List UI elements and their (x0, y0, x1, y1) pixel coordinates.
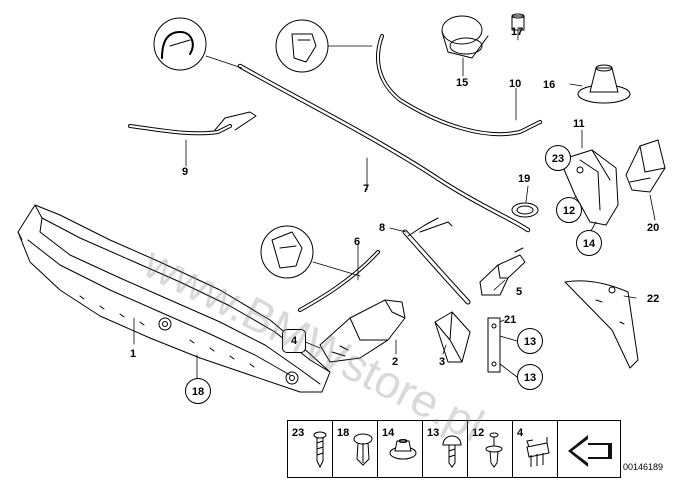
part-1-cowl-panel (17, 204, 331, 393)
part-6-hose (298, 250, 380, 312)
screw-icon (313, 431, 327, 469)
nut-icon (389, 439, 417, 460)
callout-13-lower: 13 (517, 364, 543, 390)
label-16: 16 (543, 79, 556, 91)
legend-cell-13: 13 (423, 421, 468, 477)
label-9: 9 (182, 166, 189, 178)
legend-cell-23: 23 (288, 421, 333, 477)
part-8-hose (402, 217, 471, 305)
legend-number-18: 18 (337, 427, 350, 439)
push-clip-icon (485, 432, 503, 468)
legend-number-12: 12 (472, 427, 485, 439)
expanding-rivet-icon (353, 433, 373, 466)
label-3: 3 (439, 356, 446, 368)
part-21-plate (487, 317, 501, 373)
legend-number-13: 13 (427, 427, 440, 439)
detail-inset-7 (275, 19, 329, 73)
callout-13-upper: 13 (517, 328, 543, 354)
label-1: 1 (130, 348, 137, 360)
part-19-cover (511, 202, 539, 218)
legend-number-4: 4 (517, 427, 524, 439)
label-21: 21 (504, 314, 517, 326)
part-17-plug (511, 13, 525, 31)
part-3-seal-block (434, 311, 471, 363)
label-15: 15 (456, 77, 469, 89)
detail-inset-6 (260, 225, 314, 279)
callout-4: 4 (282, 329, 306, 353)
label-5: 5 (516, 286, 523, 298)
part-20-seal (625, 139, 666, 193)
legend-number-14: 14 (382, 427, 395, 439)
detail-inset-9 (153, 17, 207, 71)
legend-number-23: 23 (292, 427, 305, 439)
legend-cell-12: 12 (468, 421, 513, 477)
label-17: 17 (511, 26, 524, 38)
callout-12: 12 (556, 197, 582, 223)
diagram-number: 00146189 (623, 462, 664, 472)
callout-23: 23 (545, 145, 571, 171)
part-10-hose (376, 34, 542, 137)
part-15-grommet (441, 15, 489, 59)
part-2-cover-duct (319, 299, 406, 363)
label-10: 10 (509, 78, 522, 90)
legend-cell-arrow (558, 421, 620, 477)
label-8: 8 (379, 222, 386, 234)
label-11: 11 (573, 118, 585, 130)
label-2: 2 (392, 356, 399, 368)
legend-cell-14: 14 (378, 421, 423, 477)
legend-cell-18: 18 (333, 421, 378, 477)
label-6: 6 (354, 236, 361, 248)
part-22-trim (564, 280, 639, 369)
callout-14: 14 (576, 230, 602, 256)
label-19: 19 (518, 173, 531, 185)
legend-cell-4: 4 (513, 421, 558, 477)
label-7: 7 (363, 183, 370, 195)
callout-18: 18 (185, 378, 211, 404)
label-22: 22 (647, 293, 660, 305)
fasteners-legend: 23 18 14 13 (287, 420, 621, 478)
part-5-bracket (479, 247, 526, 296)
oval-head-screw-icon (442, 435, 462, 468)
retaining-clip-icon (526, 437, 550, 467)
label-20: 20 (647, 222, 660, 234)
arrow-icon (568, 435, 612, 467)
part-7-seal-strip (237, 63, 531, 233)
part-16-grommet (577, 64, 631, 104)
part-9-hose-holder (128, 111, 257, 136)
